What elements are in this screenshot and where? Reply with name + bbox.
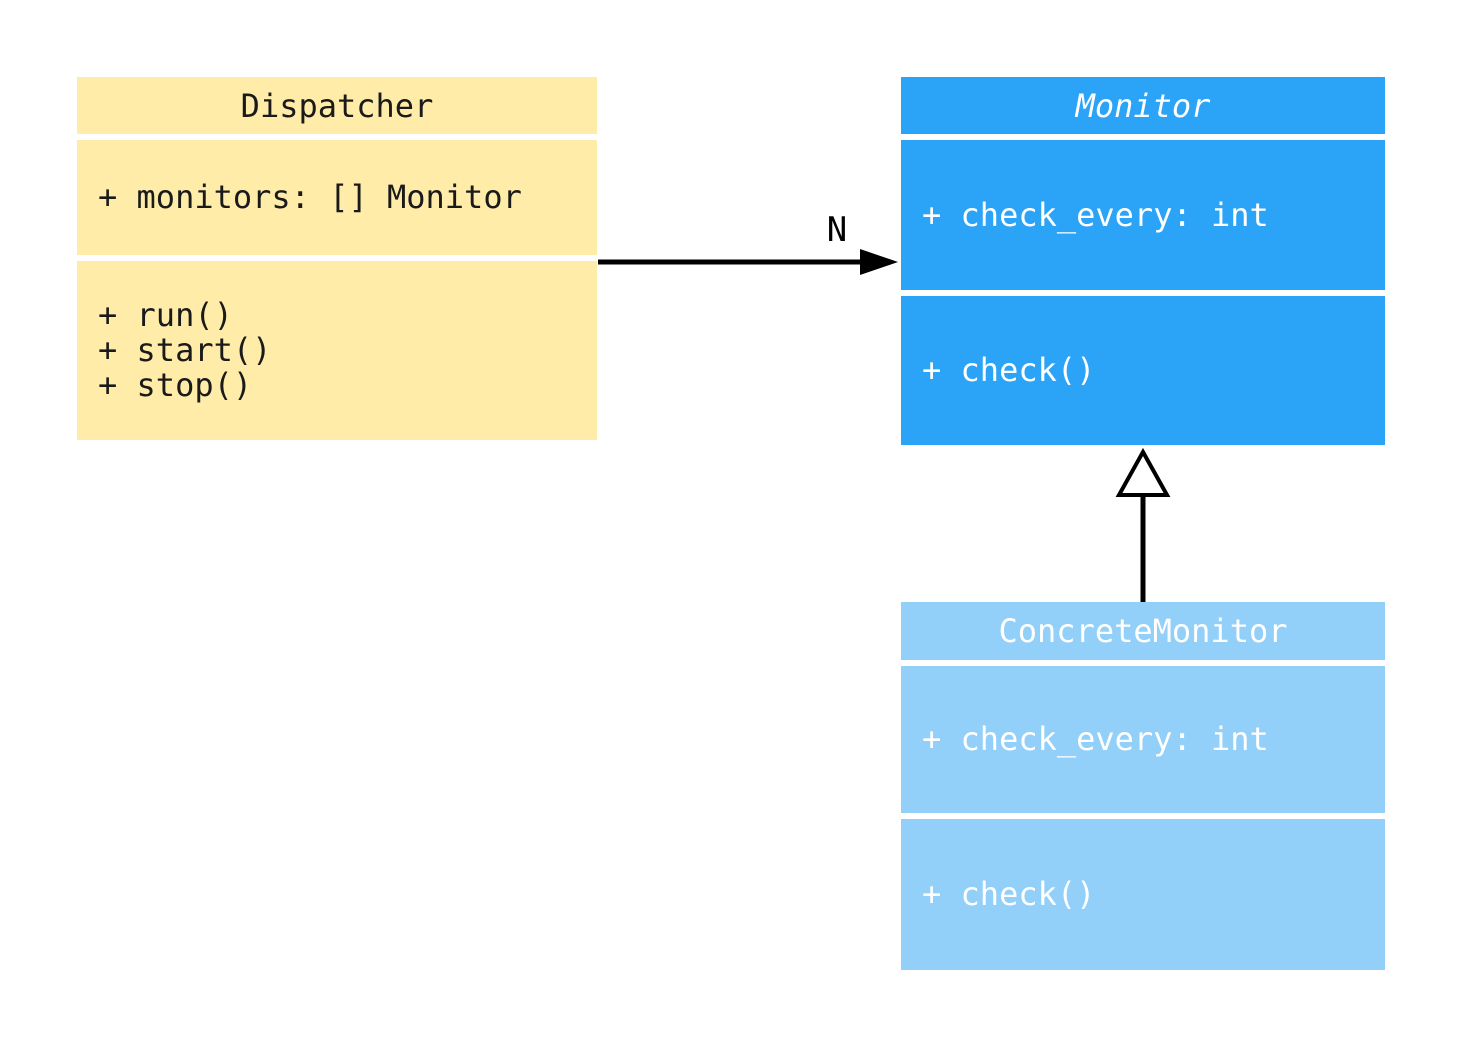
attribute-check-every: + check_every: int	[922, 195, 1269, 234]
class-box-monitor: Monitor + check_every: int + check()	[901, 77, 1385, 445]
attribute-monitors: + monitors: [] Monitor	[98, 178, 522, 216]
class-methods-concrete-monitor: + check()	[901, 819, 1385, 970]
class-title-dispatcher: Dispatcher	[240, 86, 434, 125]
class-box-concrete-monitor: ConcreteMonitor + check_every: int + che…	[901, 602, 1385, 970]
class-methods-monitor: + check()	[901, 296, 1385, 445]
association-arrowhead-icon	[860, 249, 898, 275]
class-header-monitor: Monitor	[901, 77, 1385, 134]
class-attributes-concrete-monitor: + check_every: int	[901, 666, 1385, 813]
attribute-check-every: + check_every: int	[922, 720, 1269, 758]
inheritance-triangle-icon	[1115, 447, 1171, 497]
method-check: + check()	[922, 875, 1096, 913]
class-header-dispatcher: Dispatcher	[77, 77, 597, 134]
method-check: + check()	[922, 351, 1096, 389]
class-attributes-dispatcher: + monitors: [] Monitor	[77, 140, 597, 255]
association-multiplicity-label: N	[827, 210, 847, 250]
class-header-concrete-monitor: ConcreteMonitor	[901, 602, 1385, 660]
class-title-monitor: Monitor	[1075, 86, 1211, 125]
class-title-concrete-monitor: ConcreteMonitor	[998, 612, 1288, 650]
class-box-dispatcher: Dispatcher + monitors: [] Monitor + run(…	[77, 77, 597, 440]
class-methods-dispatcher: + run() + start() + stop()	[77, 261, 597, 440]
method-start: + start()	[98, 331, 272, 369]
class-attributes-monitor: + check_every: int	[901, 140, 1385, 290]
method-run: + run()	[98, 296, 233, 334]
method-stop: + stop()	[98, 366, 253, 404]
